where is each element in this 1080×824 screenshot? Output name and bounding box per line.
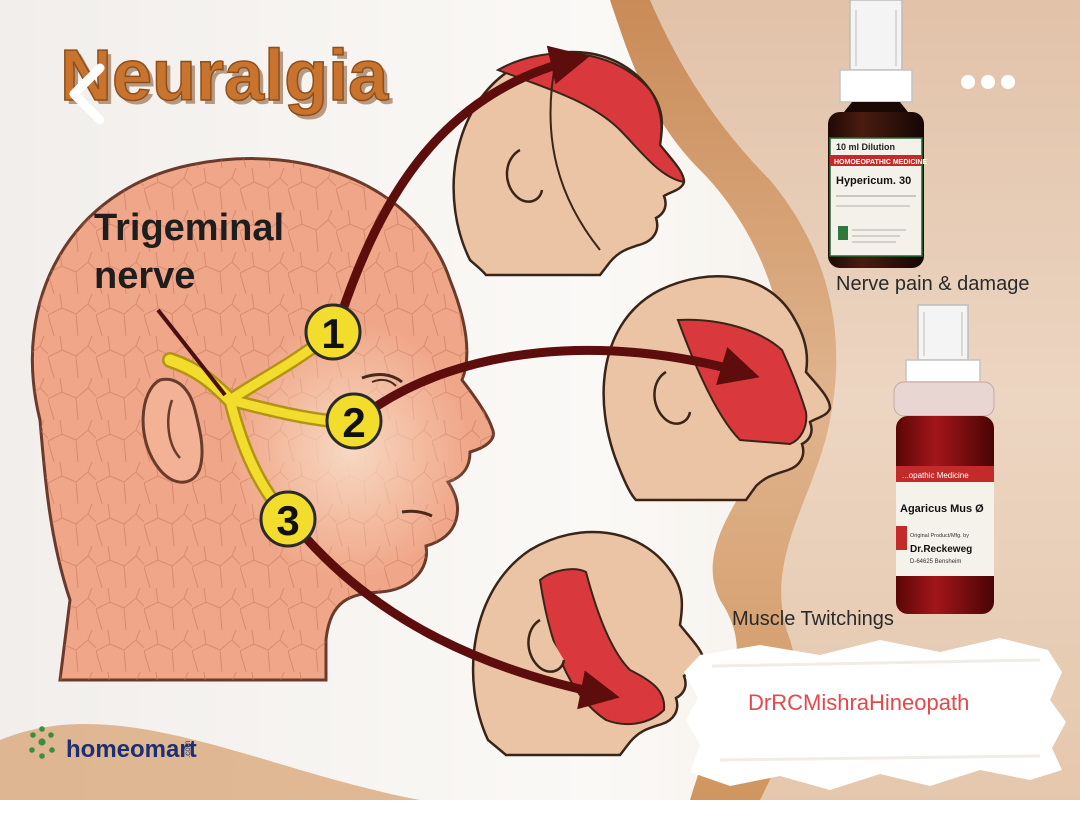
nerve-label-line1: Trigeminal bbox=[94, 207, 284, 249]
branch-marker-2: 2 bbox=[325, 392, 383, 450]
more-options-button[interactable] bbox=[948, 60, 1032, 104]
svg-text:Dr.Reckeweg: Dr.Reckeweg bbox=[910, 544, 972, 555]
caption-muscle-twitchings: Muscle Twitchings bbox=[732, 608, 894, 630]
arrow-branch-1 bbox=[335, 45, 590, 320]
watermark-text: DrRCMishraHineopath bbox=[748, 690, 969, 715]
homeomart-logo-icon bbox=[29, 726, 55, 759]
branch-marker-1: 1 bbox=[304, 303, 362, 361]
svg-text:Hypericum. 30: Hypericum. 30 bbox=[836, 175, 911, 187]
arrow-branch-3 bbox=[302, 534, 620, 710]
svg-text:HOMOEOPATHIC MEDICINE: HOMOEOPATHIC MEDICINE bbox=[834, 159, 927, 166]
medicine-bottle-agaricus: ...opathic Medicine Agaricus Mus Ø Origi… bbox=[893, 304, 995, 614]
small-head-top bbox=[452, 50, 686, 277]
back-chevron-icon bbox=[69, 63, 105, 125]
title-shadow: Neuralgia bbox=[64, 40, 393, 120]
svg-text:Agaricus Mus Ø: Agaricus Mus Ø bbox=[900, 503, 984, 515]
brand-suffix: .com bbox=[183, 740, 192, 758]
arrow-branch-2 bbox=[371, 345, 760, 412]
svg-text:3: 3 bbox=[276, 497, 299, 544]
title: Neuralgia bbox=[60, 36, 389, 116]
copper-swoosh-bottom-left bbox=[0, 723, 420, 800]
nerve-label-pointer bbox=[156, 308, 227, 397]
back-button[interactable] bbox=[58, 56, 118, 132]
brand-name: homeomart bbox=[66, 736, 197, 763]
more-dots-icon bbox=[961, 75, 1015, 89]
caption-nerve-pain: Nerve pain & damage bbox=[836, 273, 1029, 295]
medicine-bottle-hypericum: 10 ml Dilution HOMOEOPATHIC MEDICINE Hyp… bbox=[828, 0, 927, 268]
branch-marker-3: 3 bbox=[259, 490, 317, 548]
nerve-label-line2: nerve bbox=[94, 255, 195, 297]
svg-text:10 ml Dilution: 10 ml Dilution bbox=[836, 142, 895, 152]
svg-text:...opathic Medicine: ...opathic Medicine bbox=[902, 471, 969, 480]
small-head-bottom bbox=[471, 530, 706, 757]
svg-text:1: 1 bbox=[321, 310, 344, 357]
watermark-overlay bbox=[684, 638, 1066, 790]
svg-text:D-64625 Bensheim: D-64625 Bensheim bbox=[910, 559, 961, 565]
svg-text:Original Product/Mfg. by: Original Product/Mfg. by bbox=[910, 533, 969, 539]
svg-text:2: 2 bbox=[342, 399, 365, 446]
bottom-bar bbox=[0, 800, 1080, 824]
